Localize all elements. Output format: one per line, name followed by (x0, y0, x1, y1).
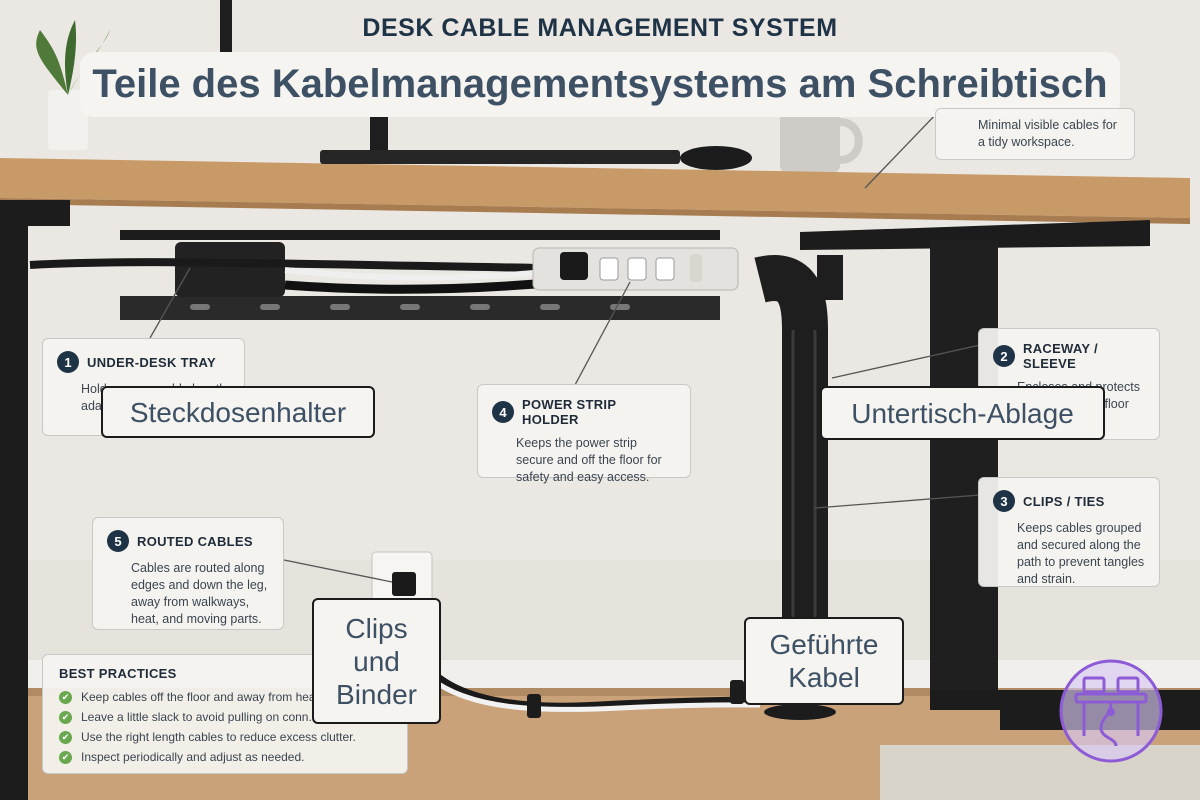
callout-text: Keeps cables grouped and secured along t… (1017, 521, 1145, 586)
callout-number: 4 (492, 401, 514, 423)
list-item: ✔Inspect periodically and adjust as need… (59, 747, 391, 767)
desk-logo-icon (1059, 659, 1163, 763)
monitor-edge (220, 0, 232, 52)
title-banner: Teile des Kabelmanagementsystems am Schr… (80, 52, 1120, 117)
label-gefuehrte-kabel: Geführte Kabel (744, 617, 904, 705)
best-practices-list: ✔Keep cables off the floor and away from… (59, 687, 391, 767)
mug-decor (780, 112, 863, 172)
power-strip (532, 247, 739, 291)
callout-text: Keeps the power strip secure and off the… (516, 436, 662, 484)
list-item: ✔Use the right length cables to reduce e… (59, 727, 391, 747)
main-title: DESK CABLE MANAGEMENT SYSTEM (362, 14, 838, 42)
best-practices-title: BEST PRACTICES (59, 666, 177, 681)
callout-routed-cables: 5 ROUTED CABLES Cables are routed along … (92, 517, 284, 630)
mouse (680, 146, 752, 170)
callout-title: ROUTED CABLES (137, 533, 253, 549)
label-untertisch-ablage: Untertisch-Ablage (820, 386, 1105, 440)
desk-frame-right (800, 220, 1200, 730)
cable-raceway (754, 255, 843, 720)
checkmark-icon: ✔ (59, 730, 72, 744)
label-steckdosenhalter: Steckdosenhalter (101, 386, 375, 438)
label-clips-und-binder: Clips und Binder (312, 598, 441, 724)
desk-top (0, 158, 1190, 224)
keyboard (320, 150, 680, 164)
callout-number: 3 (993, 490, 1015, 512)
desk-leg-left (0, 205, 28, 800)
best-practices-panel: BEST PRACTICES ✔Keep cables off the floo… (42, 654, 408, 774)
callout-number: 2 (993, 345, 1015, 367)
checkmark-icon: ✔ (59, 710, 72, 724)
callout-title: POWER STRIP HOLDER (522, 397, 617, 427)
checkmark-icon: ✔ (59, 690, 72, 704)
callout-number: 5 (107, 530, 129, 552)
monitor-stand (370, 112, 388, 157)
callout-number: 1 (57, 351, 79, 373)
tidy-workspace-note: Minimal visible cables for a tidy worksp… (935, 108, 1135, 160)
callout-title: UNDER-DESK TRAY (87, 354, 216, 370)
checkmark-icon: ✔ (59, 750, 72, 764)
under-desk-tray (29, 230, 720, 320)
callout-clips-ties: 3 CLIPS / TIES Keeps cables grouped and … (978, 477, 1160, 587)
tidy-workspace-text: Minimal visible cables for a tidy worksp… (978, 118, 1117, 149)
list-item: ✔Leave a little slack to avoid pulling o… (59, 707, 391, 727)
callout-title: RACEWAY / SLEEVE (1023, 341, 1098, 371)
callout-power-strip-holder: 4 POWER STRIP HOLDER Keeps the power str… (477, 384, 691, 484)
wall-outlet (371, 551, 433, 611)
callout-title: CLIPS / TIES (1023, 493, 1105, 509)
list-item: ✔Keep cables off the floor and away from… (59, 687, 391, 707)
callout-text: Cables are routed along edges and down t… (131, 561, 268, 626)
